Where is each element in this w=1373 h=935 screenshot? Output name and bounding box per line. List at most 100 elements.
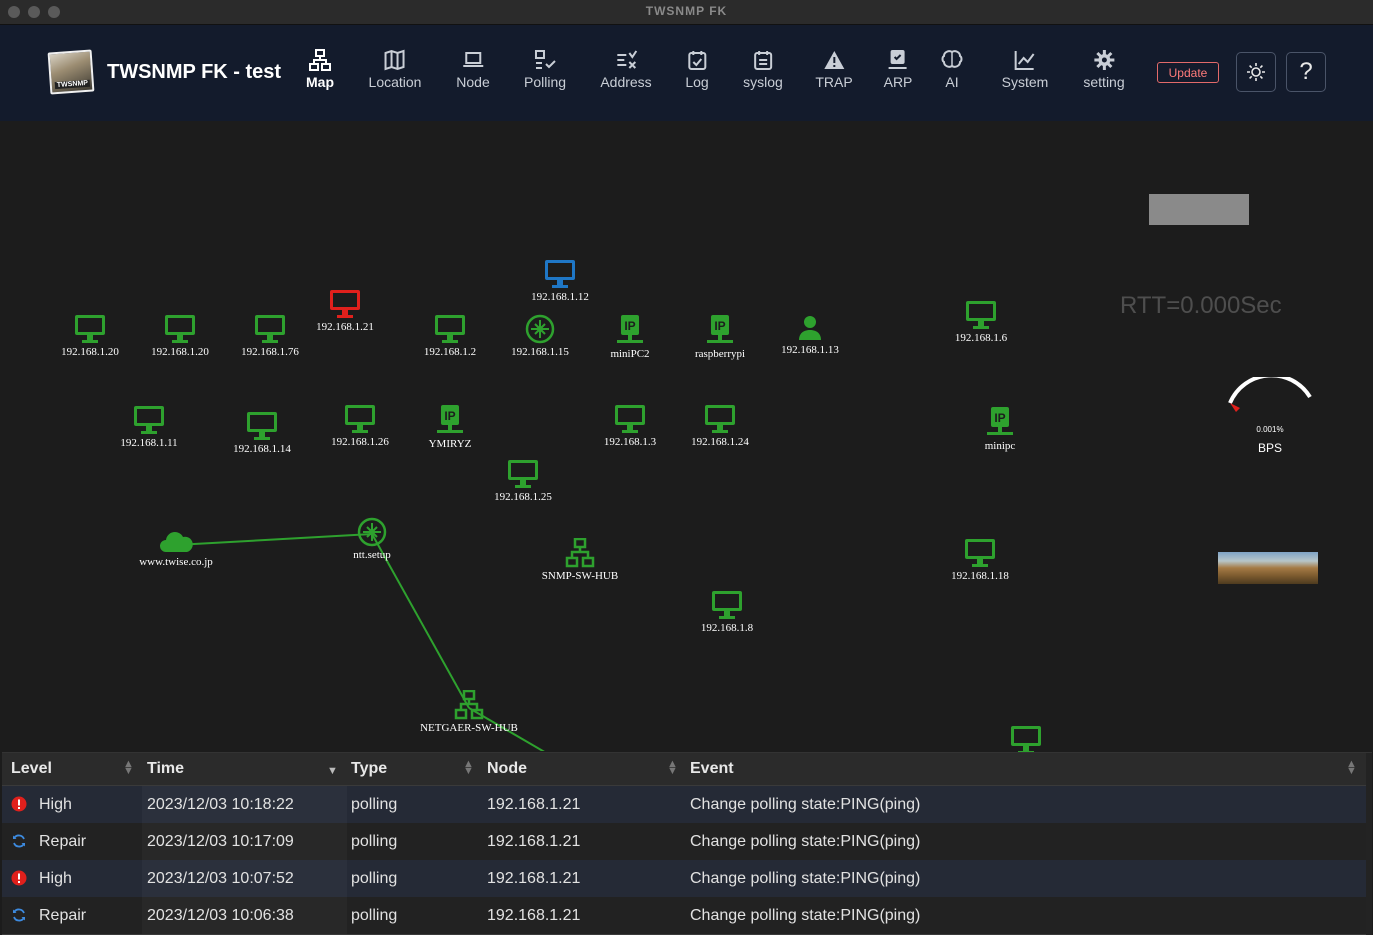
- column-type[interactable]: Type: [351, 760, 388, 777]
- map-links: [175, 533, 603, 751]
- nav-system[interactable]: System: [1002, 49, 1048, 97]
- cloud-icon: [116, 528, 236, 554]
- map-node-label: 192.168.1.21: [316, 321, 374, 333]
- monitor-icon: [202, 411, 322, 441]
- sort-desc-icon[interactable]: ▼: [327, 765, 338, 777]
- map-node[interactable]: 192.168.1.20: [30, 314, 150, 358]
- bps-gauge[interactable]: 0.001% BPS: [1220, 373, 1320, 457]
- update-button[interactable]: Update: [1157, 62, 1219, 83]
- map-node[interactable]: 192.168.1.8: [667, 590, 787, 634]
- column-time[interactable]: Time: [147, 760, 185, 777]
- map-node-label: YMIRYZ: [428, 438, 472, 450]
- map-node[interactable]: IP minipc: [940, 406, 1060, 452]
- map-background-image[interactable]: [1218, 552, 1318, 584]
- map-node[interactable]: 192.168.1.25: [463, 459, 583, 503]
- svg-text:IP: IP: [714, 319, 725, 333]
- map-node[interactable]: 192.168.1.11: [89, 405, 209, 449]
- map-node[interactable]: ntt.setup: [312, 517, 432, 561]
- zoom-window-icon[interactable]: [48, 6, 60, 18]
- gauge-needle: [1230, 402, 1241, 412]
- nav-polling[interactable]: Polling: [524, 49, 566, 97]
- ip-icon: IP: [940, 406, 1060, 438]
- map-node[interactable]: 192.168.1.26: [300, 404, 420, 448]
- map-node[interactable]: 192.168.1.3: [570, 404, 690, 448]
- map-node[interactable]: 192.168.1.24: [660, 404, 780, 448]
- nav-address[interactable]: Address: [600, 49, 652, 97]
- map-node[interactable]: 192.168.1.15: [480, 314, 600, 358]
- map-icon: [385, 49, 405, 71]
- cell-type: polling: [351, 796, 398, 813]
- sort-icon[interactable]: ▲▼: [1346, 758, 1357, 777]
- cell-time: 2023/12/03 10:06:38: [147, 907, 294, 924]
- map-node-label: raspberrypi: [694, 348, 746, 360]
- map-gray-panel[interactable]: [1149, 194, 1249, 225]
- cell-node: 192.168.1.21: [487, 833, 581, 850]
- nav-trap[interactable]: TRAP: [815, 49, 853, 97]
- nav-syslog[interactable]: syslog: [743, 49, 783, 97]
- map-node-label: 192.168.1.6: [954, 332, 1008, 344]
- map-node-label: minipc: [984, 440, 1016, 452]
- nav-setting[interactable]: setting: [1083, 49, 1125, 97]
- cell-type: polling: [351, 907, 398, 924]
- nav-location[interactable]: Location: [369, 49, 421, 97]
- map-link[interactable]: [371, 533, 470, 709]
- sort-icon[interactable]: ▲▼: [463, 758, 474, 777]
- map-node[interactable]: IP miniPC2: [570, 314, 690, 360]
- map-node[interactable]: 192.168.1.20: [120, 314, 240, 358]
- cell-time: 2023/12/03 10:18:22: [147, 796, 294, 813]
- column-event[interactable]: Event: [690, 760, 734, 777]
- minimize-window-icon[interactable]: [28, 6, 40, 18]
- switch-icon: [520, 538, 640, 568]
- map-node[interactable]: 192.168.1.12: [500, 259, 620, 303]
- gauge-arc: [1228, 373, 1312, 404]
- cell-level: Repair: [39, 907, 87, 924]
- ip-icon: IP: [570, 314, 690, 346]
- nav-node[interactable]: Node: [456, 49, 490, 97]
- map-node[interactable]: 192.168.1.14: [202, 411, 322, 455]
- column-node[interactable]: Node: [487, 760, 527, 777]
- map-node-label: 192.168.1.8: [700, 622, 754, 634]
- close-window-icon[interactable]: [8, 6, 20, 18]
- sort-icon[interactable]: ▲▼: [667, 758, 678, 777]
- column-level[interactable]: Level: [11, 760, 52, 777]
- rtt-readout: RTT=0.000Sec: [1120, 292, 1282, 319]
- map-node[interactable]: 192.168.1.6: [921, 300, 1041, 344]
- chart-icon: [1015, 51, 1035, 70]
- switch-icon: [409, 690, 529, 720]
- nav-map[interactable]: Map: [306, 49, 334, 97]
- help-button[interactable]: ?: [1286, 52, 1326, 92]
- logo-text: TWSNMP: [54, 79, 91, 90]
- map-node-label: miniPC2: [610, 348, 650, 360]
- cell-type: polling: [351, 833, 398, 850]
- map-node[interactable]: 192.168.1.76: [210, 314, 330, 358]
- map-node[interactable]: 192.168.1.21: [285, 289, 405, 333]
- nav-log[interactable]: Log: [685, 49, 709, 97]
- error-icon: [11, 796, 27, 812]
- monitor-icon: [89, 405, 209, 435]
- map-node[interactable]: NETGAER-SW-HUB: [409, 690, 529, 734]
- gauge-label: BPS: [1257, 441, 1282, 455]
- theme-toggle-button[interactable]: [1236, 52, 1276, 92]
- map-node[interactable]: 192.168.1.18: [920, 538, 1040, 582]
- map-node[interactable]: 192.168.1.13: [750, 314, 870, 356]
- sort-icon[interactable]: ▲▼: [123, 758, 134, 777]
- map-node[interactable]: 192.168.1.2: [390, 314, 510, 358]
- cell-event: Change polling state:PING(ping): [690, 907, 921, 924]
- repair-icon: [11, 907, 27, 923]
- map-node[interactable]: www.twise.co.jp: [116, 528, 236, 568]
- map-node[interactable]: IP raspberrypi: [660, 314, 780, 360]
- map-link[interactable]: [175, 533, 373, 546]
- map-link[interactable]: [468, 707, 603, 751]
- nav-ai[interactable]: AI: [941, 49, 963, 97]
- monitor-icon: [921, 300, 1041, 330]
- map-node[interactable]: SNMP-SW-HUB: [520, 538, 640, 582]
- app-logo: TWSNMP: [47, 49, 95, 95]
- badge-icon: [888, 50, 907, 69]
- nav-arp[interactable]: ARP: [884, 49, 912, 97]
